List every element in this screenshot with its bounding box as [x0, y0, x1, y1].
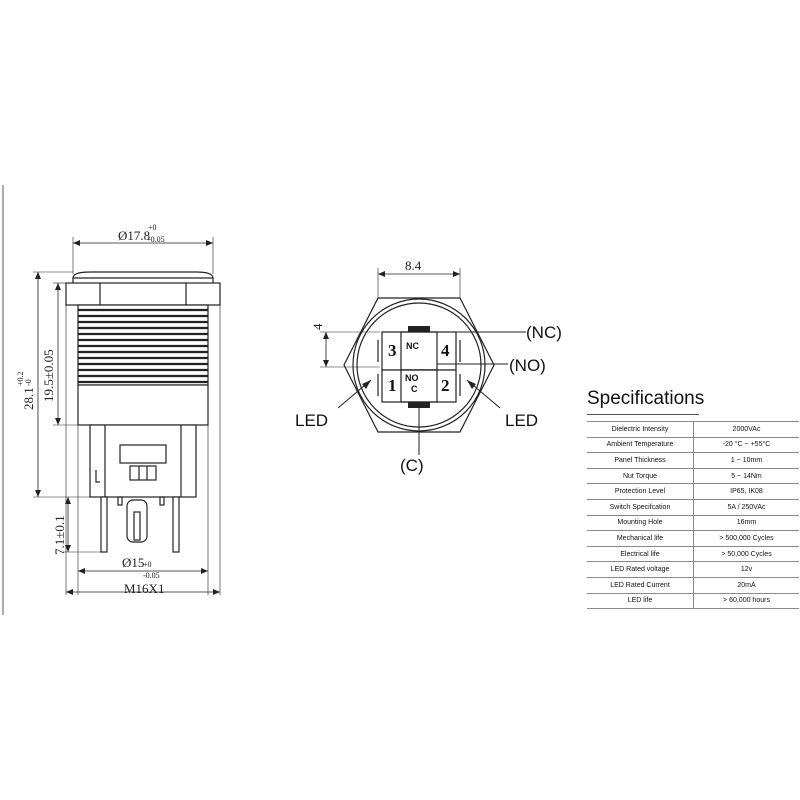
label-c: (C)	[400, 456, 424, 475]
spec-name: Mechanical life	[587, 530, 694, 547]
spec-value: > 50,000 Cycles	[693, 545, 799, 563]
spec-name: Switch Specifcation	[587, 498, 694, 516]
pin-2: 2	[441, 376, 450, 395]
dim-bottom-label: Ø15	[122, 555, 144, 570]
pin-4: 4	[441, 341, 450, 360]
spec-name: LED Rated voltage	[587, 561, 694, 578]
spec-name: Electrical life	[587, 545, 694, 563]
dim-overall-tol-lower: -0	[24, 379, 33, 386]
label-led-right: LED	[505, 411, 538, 430]
spec-value: 16mm	[693, 514, 799, 532]
pin-1: 1	[388, 376, 397, 395]
dim-overall-height: 28.1	[21, 387, 36, 410]
spec-value: IP65, IK08	[693, 483, 799, 500]
spec-value: 1 ~ 10mm	[693, 452, 799, 469]
dim-top-tol-lower: -0.05	[148, 235, 165, 244]
spec-row: LED life> 60,000 hours	[587, 592, 799, 610]
pin-3: 3	[388, 341, 397, 360]
spec-value: > 60,000 hours	[693, 592, 799, 610]
side-view	[33, 237, 221, 595]
spec-name: Ambient Temperature	[587, 436, 694, 454]
dim-bottom-tol-lower: -0.05	[143, 571, 160, 580]
spec-row: Ambient Temperature-20 °C ~ +55°C	[587, 436, 799, 454]
spec-name: LED Rated Current	[587, 576, 694, 594]
spec-name: Panel Thickness	[587, 452, 694, 469]
label-led-left: LED	[295, 411, 328, 430]
spec-value: -20 °C ~ +55°C	[693, 436, 799, 454]
dim-top-label: Ø17.8	[118, 228, 150, 243]
dim-height-label: 4	[310, 323, 325, 330]
dim-width-label: 8.4	[405, 258, 422, 273]
dim-thread-height: 19.5±0.05	[41, 349, 56, 402]
spec-name: LED life	[587, 592, 694, 610]
dim-pin-length: 7.1±0.1	[52, 515, 67, 555]
dim-thread-label: M16X1	[124, 581, 164, 596]
spec-value: 20mA	[693, 576, 799, 594]
dim-overall-tol-upper: +0.2	[16, 371, 25, 386]
spec-value: > 500,000 Cycles	[693, 530, 799, 547]
terminal-no: NO	[405, 373, 419, 383]
terminal-c: C	[411, 384, 418, 394]
spec-value: 5 ~ 14Nm	[693, 467, 799, 485]
front-view	[320, 268, 526, 455]
spec-value: 12v	[693, 561, 799, 578]
specifications-title: Specifications	[587, 388, 704, 415]
spec-value: 2000VAc	[693, 421, 799, 438]
spec-name: Protection Level	[587, 483, 694, 500]
dim-bottom-tol-upper: +0	[143, 560, 152, 569]
thread-lines	[78, 308, 208, 384]
dim-top-tol-upper: +0	[148, 223, 157, 232]
spec-value: 5A / 250VAc	[693, 498, 799, 516]
spec-row: Mechanical life> 500,000 Cycles	[587, 530, 799, 547]
spec-row: Electrical life> 50,000 Cycles	[587, 545, 799, 563]
label-no: (NO)	[509, 356, 546, 375]
label-nc: (NC)	[526, 323, 562, 342]
spec-name: Dielectric Intensity	[587, 421, 694, 438]
spec-name: Mounting Hole	[587, 514, 694, 532]
terminal-nc: NC	[406, 341, 419, 351]
spec-name: Nut Torque	[587, 467, 694, 485]
